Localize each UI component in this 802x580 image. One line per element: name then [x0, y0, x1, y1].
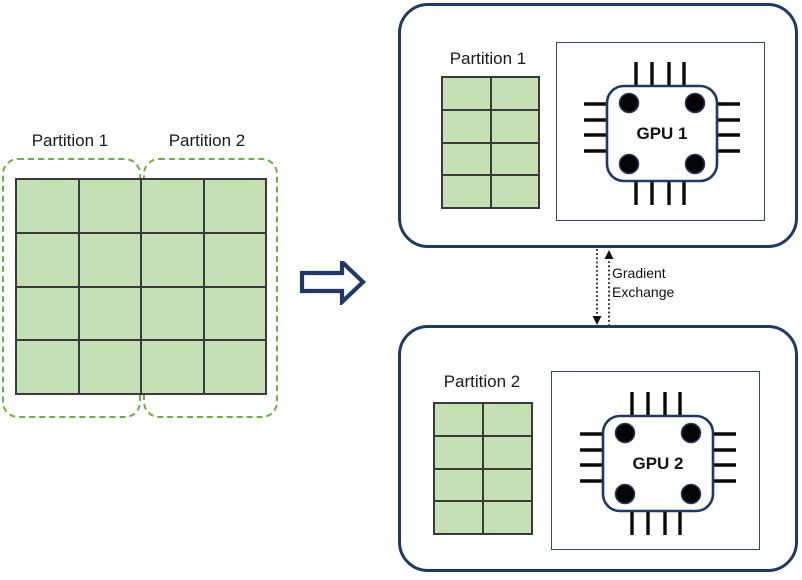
gpu-box-1: Partition 1 GPU 1	[398, 3, 798, 248]
grid-cell	[16, 286, 79, 341]
grid-cell	[16, 232, 79, 287]
grid-cell	[141, 340, 204, 394]
grid-cell	[203, 179, 266, 233]
transform-arrow-icon	[299, 261, 367, 305]
gpu-box-2: Partition 2 GPU 2	[398, 325, 798, 572]
grid-cell	[78, 232, 141, 287]
grid-cell	[434, 403, 483, 436]
gpu1-label: GPU 1	[636, 124, 687, 143]
gpu1-partition-label: Partition 1	[449, 49, 527, 68]
grid-cell	[16, 179, 79, 233]
grid-cell	[203, 286, 266, 341]
grid-cell	[483, 435, 532, 469]
left-partition-2-label: Partition 2	[168, 131, 246, 150]
grid-cell	[483, 403, 532, 436]
gpu2-partition-label: Partition 2	[443, 372, 521, 391]
grid-cell	[78, 286, 141, 341]
grid-cell	[442, 175, 491, 208]
grid-cell	[141, 232, 204, 287]
grid-cell	[442, 142, 491, 176]
gpu2-partition-grid	[433, 402, 533, 535]
grid-cell	[483, 468, 532, 502]
grid-cell	[490, 142, 539, 176]
grid-cell	[434, 501, 483, 534]
gpu2-label: GPU 2	[632, 454, 683, 473]
grid-cell	[490, 175, 539, 208]
gradient-exchange-arrows-icon	[592, 249, 614, 326]
gradient-exchange-label: Gradient Exchange	[612, 265, 675, 300]
grid-cell	[490, 109, 539, 143]
gpu1-chip-frame: GPU 1	[556, 42, 765, 221]
grid-cell	[490, 77, 539, 110]
left-partition-1-label: Partition 1	[31, 131, 109, 150]
grid-cell	[442, 109, 491, 143]
grid-cell	[141, 179, 204, 233]
gpu-chip-icon: GPU 1	[584, 62, 740, 205]
grid-cell	[16, 340, 79, 394]
grid-cell	[203, 232, 266, 287]
grid-cell	[442, 77, 491, 110]
gpu-chip-icon: GPU 2	[580, 392, 736, 535]
grid-cell	[483, 501, 532, 534]
grid-cell	[78, 179, 141, 233]
dataset-grid	[15, 178, 267, 395]
grid-cell	[78, 340, 141, 394]
gpu1-partition-grid	[441, 76, 540, 209]
grid-cell	[203, 340, 266, 394]
grid-cell	[434, 468, 483, 502]
grid-cell	[434, 435, 483, 469]
grid-cell	[141, 286, 204, 341]
gpu2-chip-frame: GPU 2	[551, 371, 760, 550]
